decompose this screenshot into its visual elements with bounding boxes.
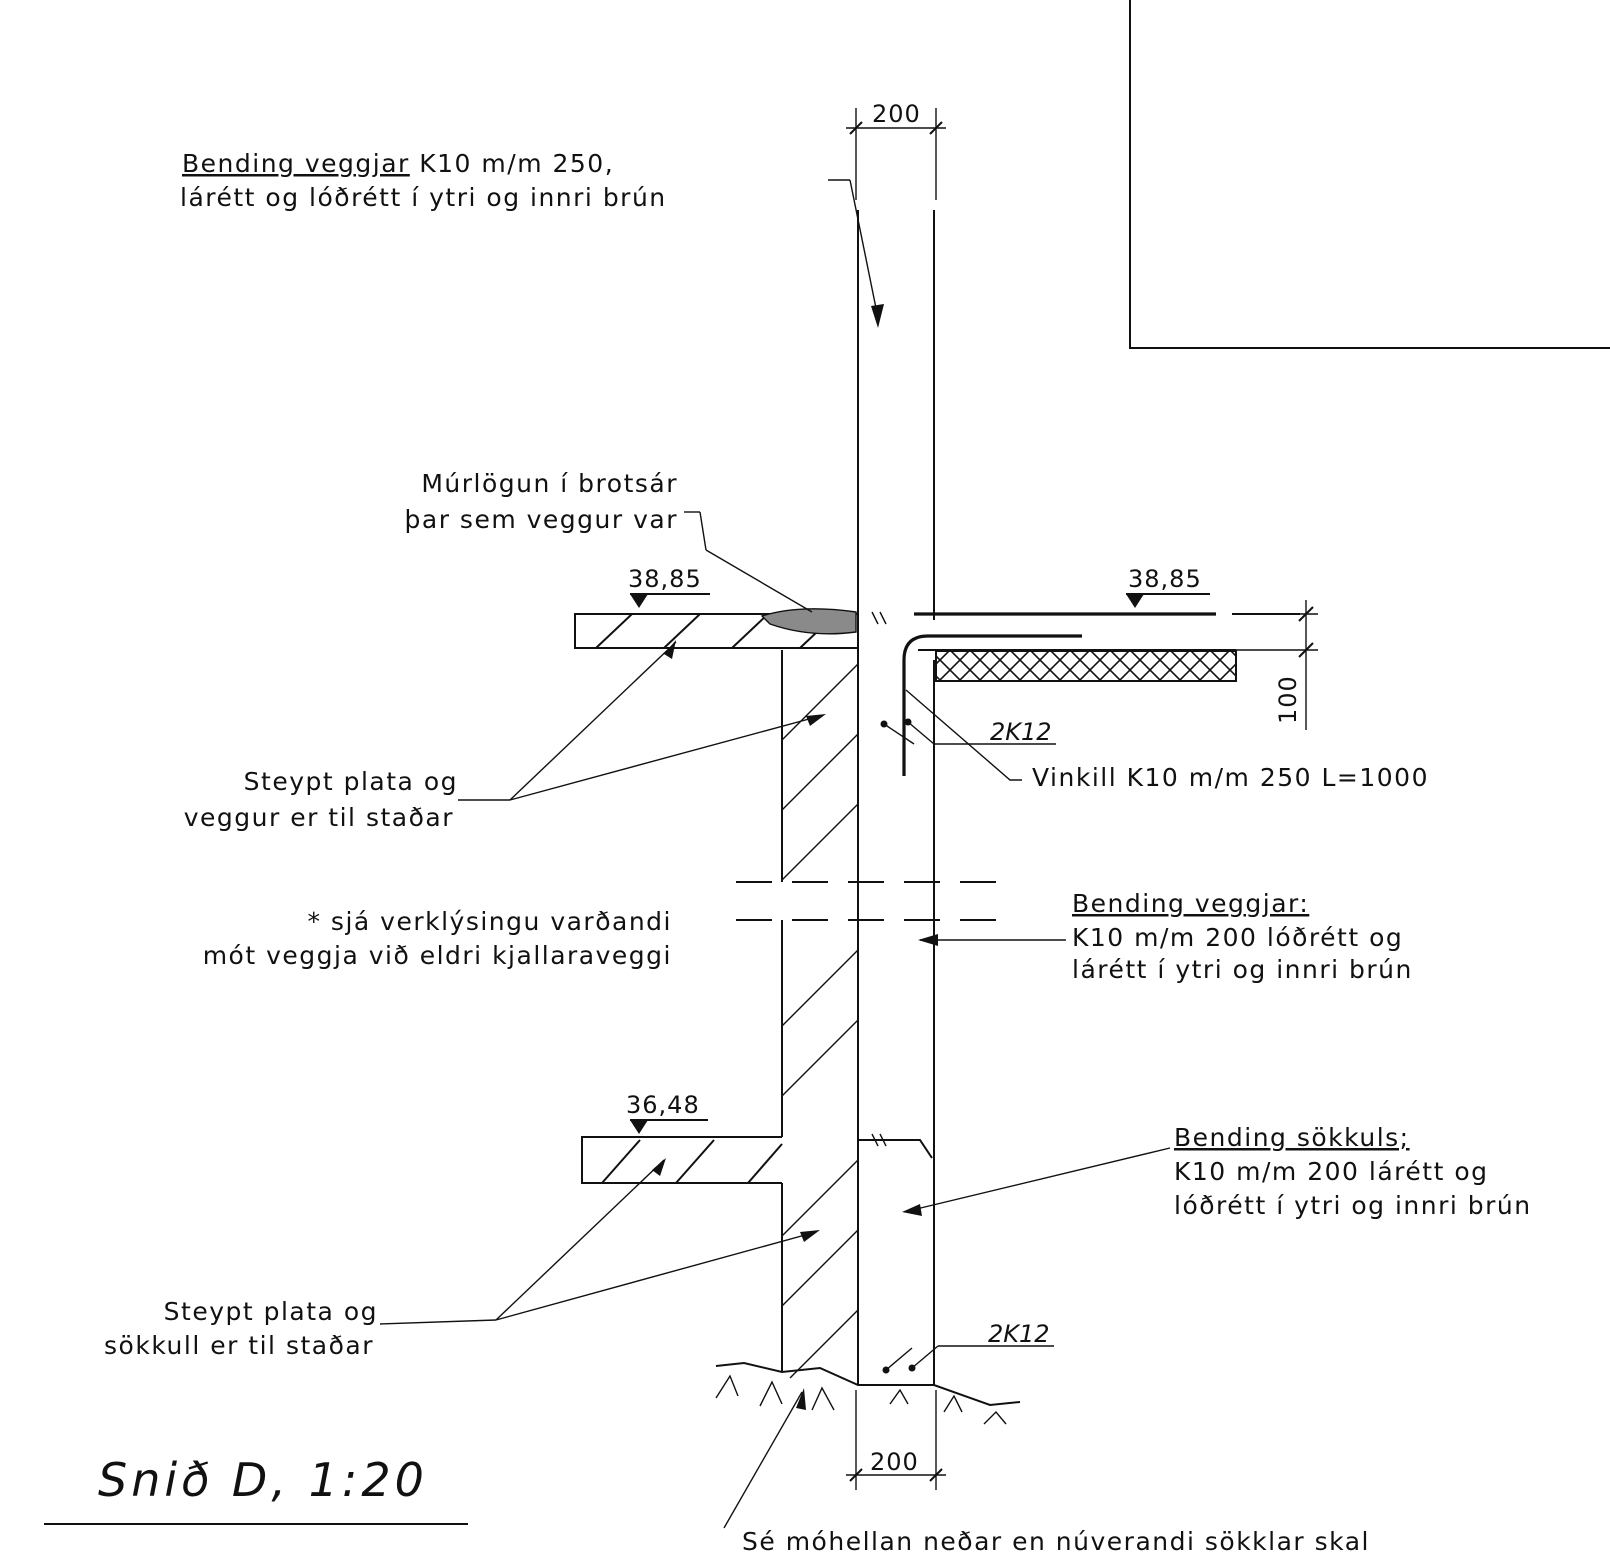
bottom-note: Sé móhellan neðar en núverandi sökklar s… [742,1527,1370,1552]
dimension-top-label: 200 [872,100,921,128]
drawing-title: Snið D, 1:20 [98,1453,428,1507]
new-wall [857,210,935,1386]
rebar-tag-lower: 2K12 [988,1320,1050,1348]
level-right-upper-label: 38,85 [1128,565,1202,593]
dimension-top: 200 [846,100,946,200]
break-lines [736,881,1000,921]
footing-bending-title: Bending sökkuls; [1174,1123,1410,1152]
rebar-upper: 2K12 [880,718,1056,746]
angle-bar-note: Vinkill K10 m/m 250 L=1000 [1032,763,1429,792]
existing-slab-upper [574,608,859,649]
wall-bending2-title: Bending veggjar: [1072,889,1309,918]
existing-wall [781,650,858,1379]
new-slab [902,612,1300,776]
wall-bending-note-line1: Bending veggjar K10 m/m 250, [182,149,614,178]
insulation [935,650,1237,682]
mortar-note-line1: Múrlögun í brotsár [421,469,678,498]
wall-bending-note-line2: lárétt og lóðrétt í ytri og innri brún [180,183,667,212]
level-marker-left-lower: 36,48 [626,1091,708,1134]
wall-bending-underlined: Bending veggjar [182,149,410,178]
mortar-fill [760,608,857,635]
ground-line [715,1361,1021,1425]
see-spec-line1: * sjá verklýsingu varðandi [307,907,672,936]
footing-bending-line1: K10 m/m 200 lárétt og [1174,1157,1488,1186]
wall-bending2-line2: lárétt í ytri og innri brún [1072,955,1413,984]
wall-bending-rest: K10 m/m 250, [410,149,614,178]
see-spec-line2: mót veggja við eldri kjallaraveggi [203,941,672,970]
cast-slab-wall-line2: veggur er til staðar [184,803,454,832]
level-marker-right-upper: 38,85 [1126,565,1210,608]
mortar-note-line2: þar sem veggur var [405,505,679,534]
rebar-tag-upper: 2K12 [990,718,1052,746]
level-marker-left-upper: 38,85 [628,565,710,608]
leader-lines [379,179,1171,1529]
existing-slab-lower [581,1136,783,1184]
level-left-lower-label: 36,48 [626,1091,700,1119]
dimension-bottom-label: 200 [870,1448,919,1476]
wall-bending2-line1: K10 m/m 200 lóðrétt og [1072,923,1403,952]
cast-slab-footing-line1: Steypt plata og [164,1297,378,1326]
footing-bending-line2: lóðrétt í ytri og innri brún [1174,1191,1532,1220]
dimension-slab-label: 100 [1274,675,1302,724]
cast-slab-footing-line2: sökkull er til staðar [104,1331,374,1360]
rebar-lower: 2K12 [882,1320,1054,1374]
dimension-bottom: 200 [846,1390,946,1490]
title-block-frame [1129,0,1610,349]
level-left-upper-label: 38,85 [628,565,702,593]
dimension-slab: 100 [1236,600,1318,730]
cast-slab-wall-line1: Steypt plata og [244,767,458,796]
